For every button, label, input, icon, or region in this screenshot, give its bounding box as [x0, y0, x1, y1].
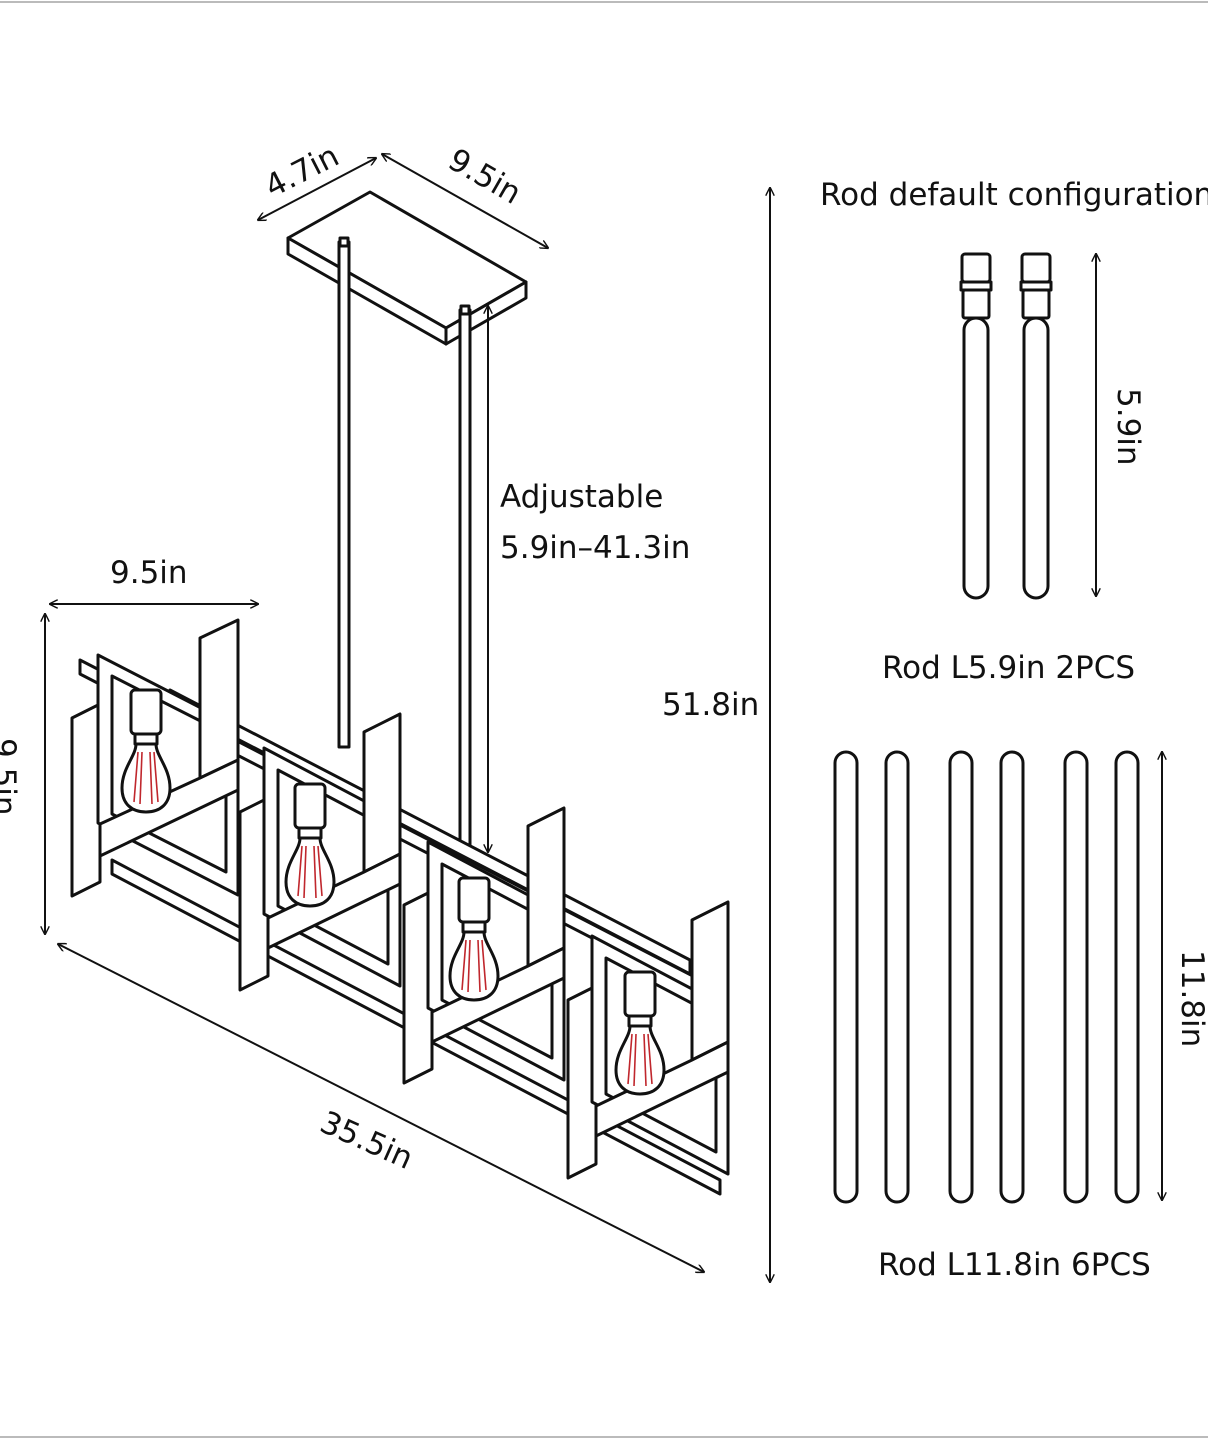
long-rod	[884, 750, 910, 1204]
long-rod	[833, 750, 859, 1204]
canopy-width-label: 9.5in	[442, 142, 527, 212]
long-rods	[833, 750, 1140, 1204]
fixture-body	[70, 618, 730, 1196]
long-rod-length-label: 11.8in	[1174, 950, 1208, 1047]
long-rod	[1063, 750, 1089, 1204]
short-rod	[1019, 252, 1053, 600]
cage-height-label: 9.5in	[0, 738, 22, 816]
adjustable-title: Adjustable	[500, 479, 663, 515]
short-rod-caption: Rod L5.9in 2PCS	[882, 650, 1135, 686]
short-rod	[959, 252, 993, 600]
long-rod	[948, 750, 974, 1204]
overall-height-label: 51.8in	[662, 687, 759, 723]
canopy-depth-arrow	[258, 158, 376, 220]
rod-config-heading: Rod default configuration	[820, 177, 1208, 213]
long-rod	[1114, 750, 1140, 1204]
bulb	[120, 688, 172, 814]
adjustable-range: 5.9in–41.3in	[500, 530, 690, 566]
long-rod	[999, 750, 1025, 1204]
bulb	[284, 782, 336, 908]
overall-length-arrow	[58, 944, 704, 1272]
canopy-width-arrow	[382, 154, 548, 248]
canopy-depth-label: 4.7in	[259, 138, 344, 205]
cage-width-label: 9.5in	[110, 555, 188, 591]
short-rod-length-label: 5.9in	[1110, 388, 1146, 466]
overall-length-label: 35.5in	[315, 1104, 419, 1176]
long-rod-caption: Rod L11.8in 6PCS	[878, 1247, 1151, 1283]
